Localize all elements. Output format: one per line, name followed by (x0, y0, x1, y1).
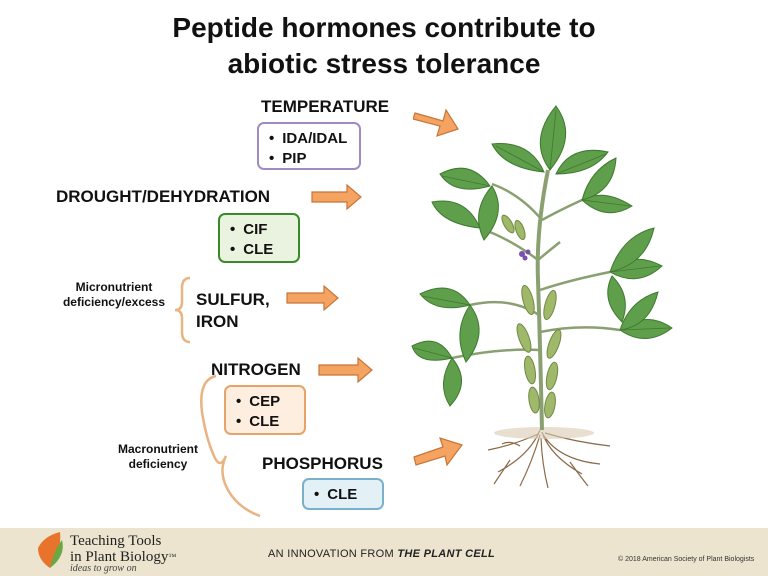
peptide-item: IDA/IDAL (269, 129, 349, 149)
temperature-label: TEMPERATURE (261, 97, 390, 116)
right-arrow-icon (318, 356, 373, 384)
drought-label: DROUGHT/DEHYDRATION (56, 187, 271, 206)
peptide-item: CLE (230, 240, 288, 260)
right-arrow-icon (311, 183, 362, 211)
innovation-prefix: AN INNOVATION FROM (268, 548, 398, 560)
phosphorus-peptide-box: CLE (302, 478, 384, 510)
drought-peptide-list: CIF CLE (230, 220, 288, 260)
title-line-1: Peptide hormones contribute to (172, 12, 596, 43)
nitrogen-label: NITROGEN (211, 360, 301, 379)
copyright-notice: © 2018 American Society of Plant Biologi… (618, 556, 755, 563)
innovation-credit: AN INNOVATION FROM THE PLANT CELL (268, 548, 495, 560)
slide-title: Peptide hormones contribute to abiotic s… (0, 10, 768, 82)
logo-line-2-text: in Plant Biology (70, 549, 169, 565)
sulfur-label: SULFUR, (196, 290, 270, 309)
teaching-tools-leaf-logo-icon (38, 532, 63, 568)
nitrogen-peptide-list: CEP CLE (236, 392, 294, 432)
micronutrient-group-label: Micronutrient deficiency/excess (52, 280, 176, 310)
innovation-journal: THE PLANT CELL (397, 548, 496, 560)
peptide-item: PIP (269, 149, 349, 169)
title-line-2: abiotic stress tolerance (227, 48, 541, 79)
macronutrient-line-2: deficiency (128, 457, 188, 471)
stems (535, 169, 550, 431)
brace-icon (200, 374, 261, 518)
micronutrient-line-2: deficiency/excess (62, 295, 166, 309)
macronutrient-line-1: Macronutrient (117, 442, 198, 456)
sulfur-iron-label: SULFUR, IRON (196, 289, 270, 333)
nitrogen-peptide-box: CEP CLE (224, 385, 306, 435)
peptide-item: CLE (314, 485, 372, 505)
trademark-symbol: ™ (168, 552, 177, 561)
right-arrow-icon (413, 437, 463, 467)
brace-icon (174, 276, 191, 344)
leaves (411, 105, 673, 407)
iron-label: IRON (196, 312, 239, 331)
macronutrient-group-label: Macronutrient deficiency (108, 442, 208, 472)
logo-wordmark: Teaching Tools in Plant Biology™ (70, 533, 176, 565)
logo-tagline: ideas to grow on (70, 563, 137, 574)
temperature-peptide-list: IDA/IDAL PIP (269, 129, 349, 169)
flowers (519, 249, 531, 261)
footer-bar (0, 528, 768, 576)
temperature-peptide-box: IDA/IDAL PIP (257, 122, 361, 170)
drought-peptide-box: CIF CLE (218, 213, 300, 263)
right-arrow-icon (413, 108, 459, 137)
phosphorus-label: PHOSPHORUS (262, 454, 383, 473)
plant-illustration (411, 105, 673, 489)
logo-line-2: in Plant Biology™ (70, 549, 176, 565)
peptide-item: CIF (230, 220, 288, 240)
logo-line-1: Teaching Tools (70, 533, 162, 549)
seed-pods (501, 214, 562, 419)
peptide-item: CEP (236, 392, 294, 412)
micronutrient-line-1: Micronutrient (75, 280, 153, 294)
peptide-item: CLE (236, 412, 294, 432)
phosphorus-peptide-list: CLE (314, 485, 372, 505)
right-arrow-icon (286, 284, 339, 312)
